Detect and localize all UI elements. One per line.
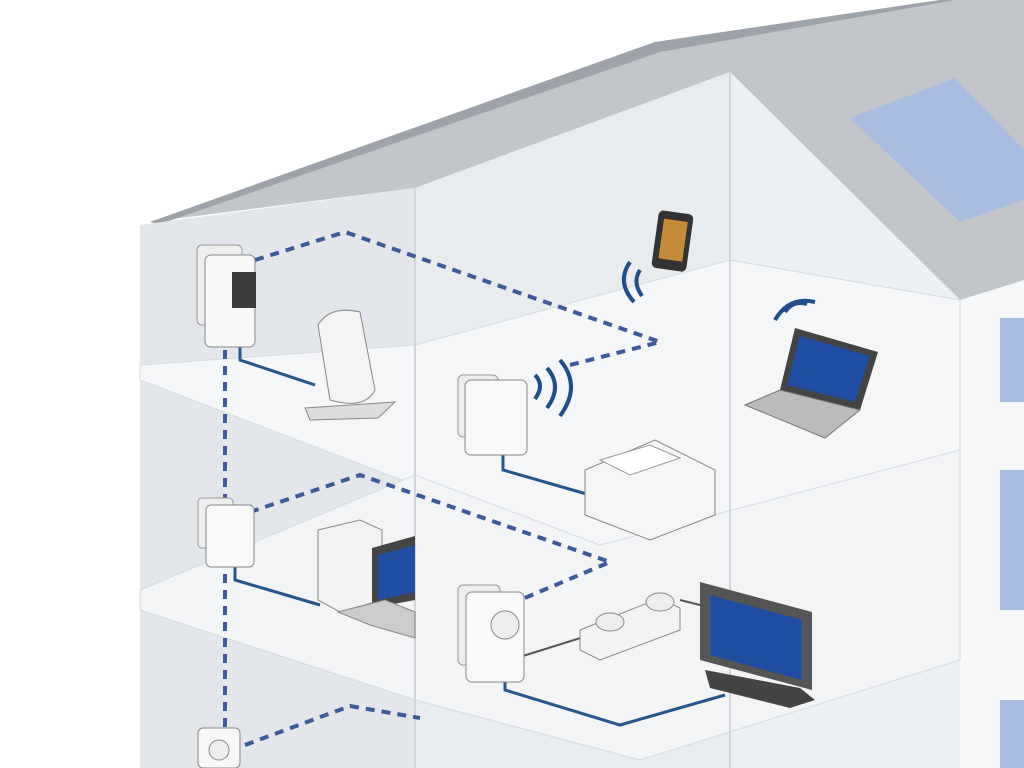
window (1000, 470, 1024, 610)
roof (150, 0, 1024, 300)
wifi-powerline-adapter (457, 374, 528, 456)
wall-socket (197, 727, 241, 768)
printer (584, 439, 716, 541)
window (1000, 318, 1024, 402)
powerline-adapter-router (196, 244, 256, 348)
powerline-adapter-pc (197, 497, 255, 568)
desktop-pc (317, 519, 416, 639)
tv (700, 582, 815, 708)
power-strip (579, 592, 681, 661)
laptop (743, 328, 878, 439)
wifi-signal-icon (533, 260, 816, 418)
skylight (850, 78, 1024, 222)
smartphone (651, 210, 694, 272)
router (304, 309, 397, 421)
cables (233, 345, 726, 727)
window (1000, 700, 1024, 768)
powerline-adapter-tv (457, 584, 525, 683)
